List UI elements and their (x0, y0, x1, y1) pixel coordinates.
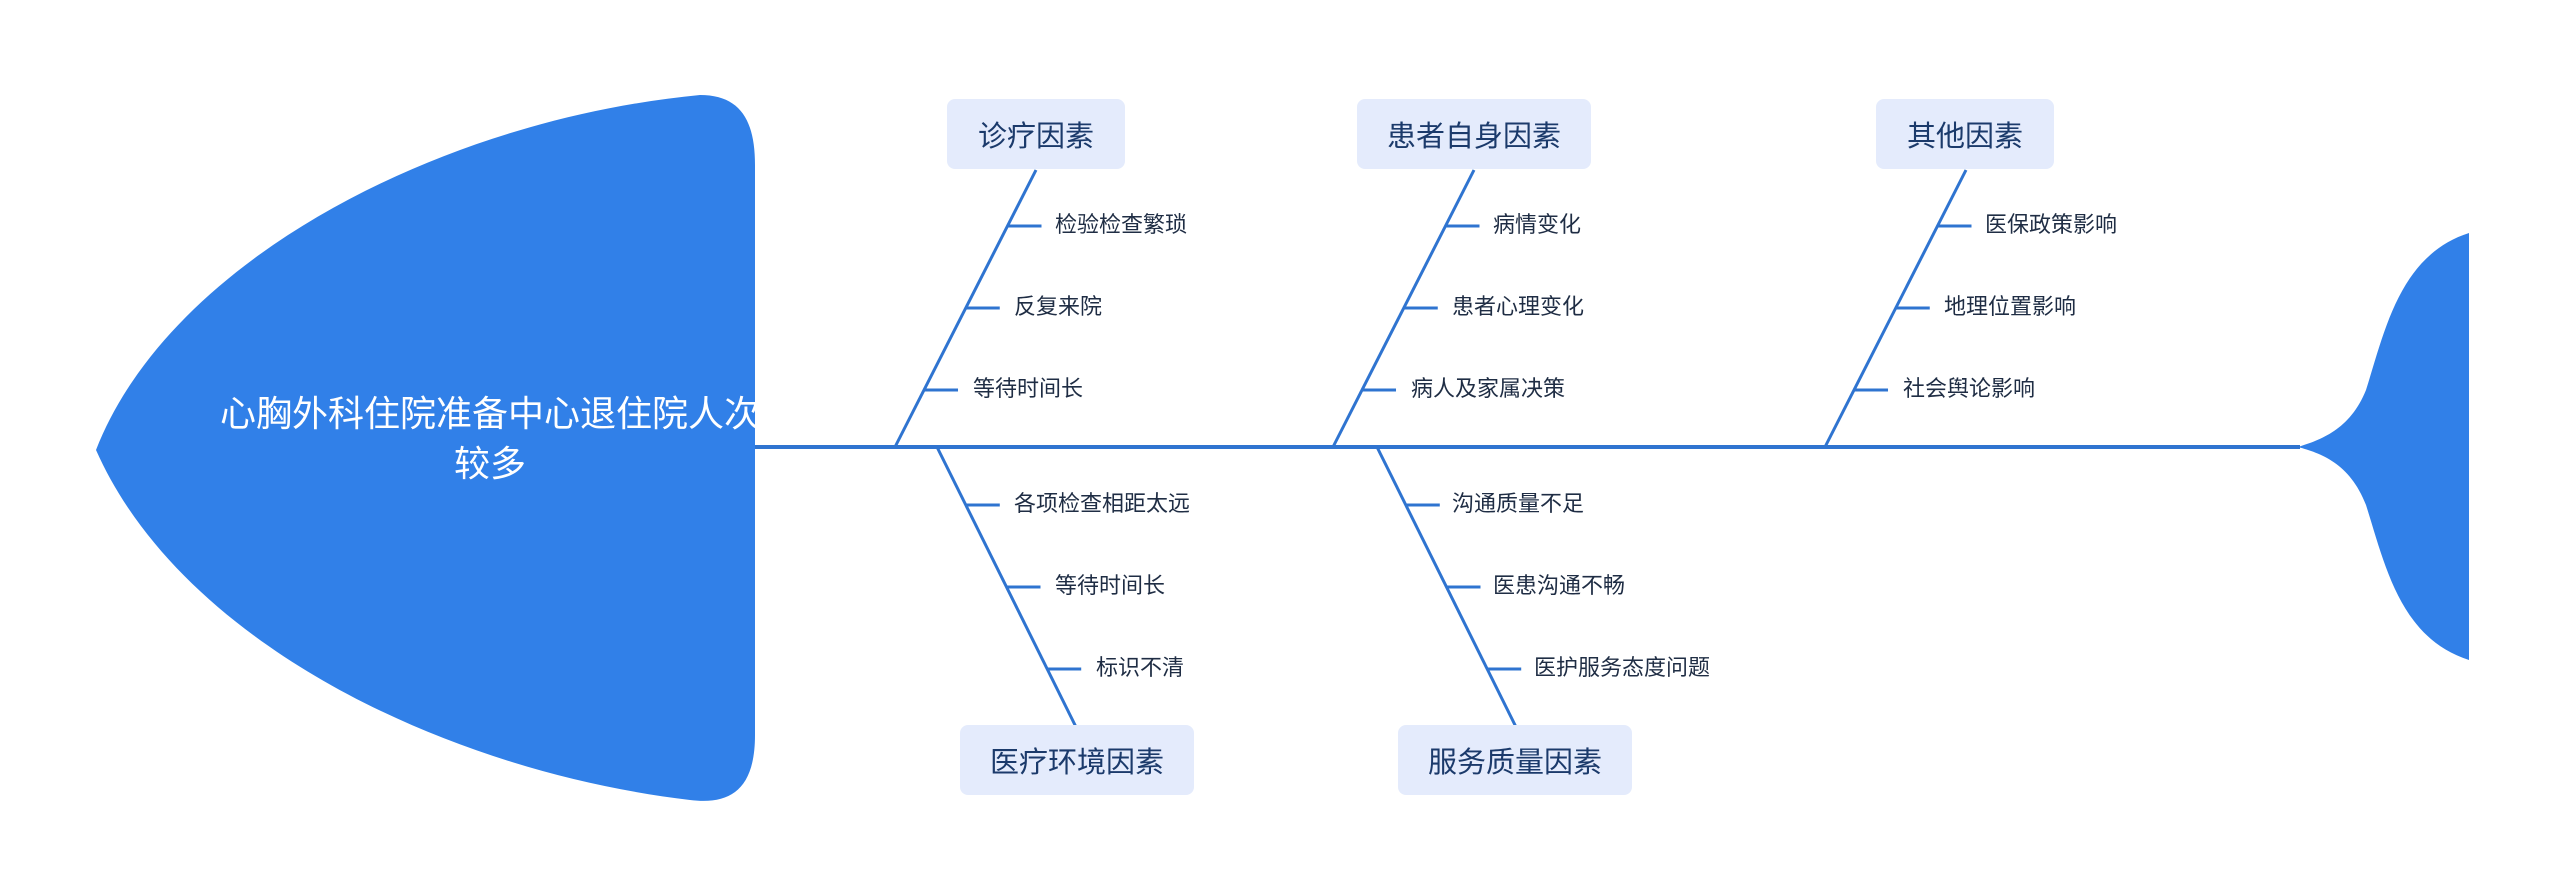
cause-item[interactable]: 等待时间长 (973, 377, 1084, 402)
cause-item[interactable]: 医护服务态度问题 (1534, 656, 1711, 681)
fish-head (96, 95, 755, 801)
cause-item[interactable]: 病情变化 (1493, 213, 1582, 238)
cause-item[interactable]: 检验检查繁琐 (1055, 213, 1188, 238)
cause-item[interactable]: 医保政策影响 (1985, 213, 2118, 238)
cause-item[interactable]: 病人及家属决策 (1411, 377, 1566, 402)
cause-item[interactable]: 沟通质量不足 (1452, 492, 1585, 517)
cause-item[interactable]: 地理位置影响 (1944, 295, 2077, 320)
cause-item[interactable]: 等待时间长 (1055, 574, 1166, 599)
category-other[interactable]: 其他因素 (1876, 99, 2054, 169)
cause-item[interactable]: 患者心理变化 (1452, 295, 1585, 320)
cause-item[interactable]: 医患沟通不畅 (1493, 574, 1626, 599)
category-service-quality[interactable]: 服务质量因素 (1398, 725, 1632, 795)
category-diagnosis[interactable]: 诊疗因素 (947, 99, 1125, 169)
problem-title: 心胸外科住院准备中心退住院人次较多 (219, 394, 760, 485)
category-bone (1331, 169, 1476, 448)
cause-item[interactable]: 反复来院 (1014, 295, 1103, 320)
cause-item[interactable]: 标识不清 (1096, 656, 1185, 681)
cause-item[interactable]: 社会舆论影响 (1903, 377, 2036, 402)
category-patient-self[interactable]: 患者自身因素 (1357, 99, 1591, 169)
cause-item[interactable]: 各项检查相距太远 (1014, 492, 1191, 517)
category-medical-environment[interactable]: 医疗环境因素 (960, 725, 1194, 795)
category-bone (1823, 169, 1968, 448)
category-bone (893, 169, 1038, 448)
fish-tail (2298, 233, 2469, 660)
